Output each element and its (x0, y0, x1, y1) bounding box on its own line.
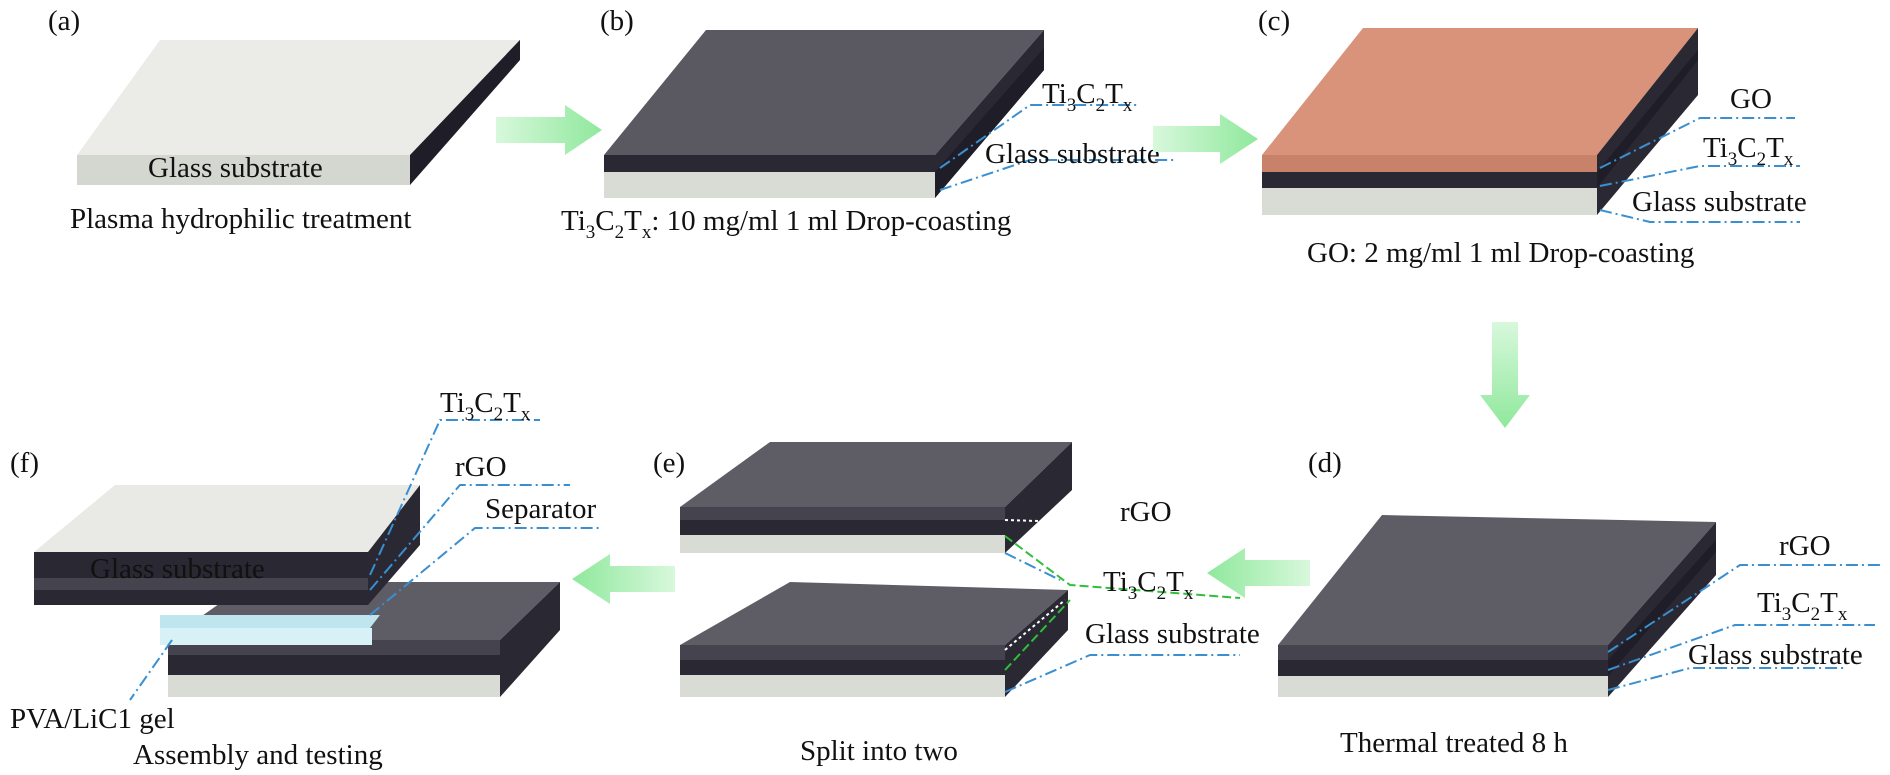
panel-d: (d) rGO Ti3C2Tx Glass substrate Thermal … (1278, 447, 1880, 759)
mxene-label-d: Ti3C2Tx (1757, 587, 1848, 625)
separator-gel-f (160, 615, 380, 645)
mxene-label-c: Ti3C2Tx (1703, 132, 1794, 170)
caption-b: Ti3C2Tx: 10 mg/ml 1 ml Drop-coasting (561, 205, 1011, 243)
leader-lines-f (129, 419, 600, 701)
panel-c-letter: (c) (1258, 5, 1290, 37)
glass-top-a (77, 40, 520, 155)
rgo-mxene-glass-slab-d (1278, 515, 1716, 697)
glass-substrate-label-a: Glass substrate (148, 152, 323, 184)
leader-lines-d (1607, 564, 1880, 691)
leader-lines-c (1599, 117, 1800, 223)
panel-d-letter: (d) (1308, 447, 1342, 479)
rgo-label-e: rGO (1120, 496, 1172, 528)
panel-a: (a) Glass substrate Plasma hydrophilic t… (48, 5, 520, 235)
arrow-e-to-f (572, 554, 675, 604)
caption-a: Plasma hydrophilic treatment (70, 203, 411, 235)
leader-lines-b (939, 104, 1175, 191)
panel-f-letter: (f) (10, 447, 39, 479)
panel-e-letter: (e) (653, 447, 685, 479)
gel-label-f: PVA/LiC1 gel (10, 703, 175, 735)
go-label-c: GO (1730, 83, 1772, 115)
panel-e: (e) rGO Ti3C2Tx Glass su (653, 442, 1260, 767)
glass-substrate-label-c: Glass substrate (1632, 186, 1807, 218)
arrow-d-to-e (1207, 548, 1310, 598)
caption-f: Assembly and testing (133, 739, 383, 771)
arrow-c-to-d (1480, 322, 1530, 428)
go-mxene-glass-slab-c (1262, 28, 1698, 215)
glass-slab-a (77, 40, 520, 185)
glass-substrate-label-d: Glass substrate (1688, 639, 1863, 671)
separator-label-f: Separator (485, 493, 596, 525)
panel-b: (b) Ti3C2Tx Glass substrate Ti3C2Tx: 10 … (561, 5, 1175, 243)
lower-split-slab-e (680, 582, 1068, 697)
glass-substrate-label-b: Glass substrate (985, 138, 1160, 170)
rgo-label-d: rGO (1779, 530, 1831, 562)
caption-e: Split into two (800, 735, 958, 767)
upper-split-slab-e (680, 442, 1072, 553)
mxene-on-glass-slab-b (604, 30, 1044, 198)
mxene-label-e: Ti3C2Tx (1103, 566, 1194, 604)
caption-c: GO: 2 mg/ml 1 ml Drop-coasting (1307, 237, 1694, 269)
panel-b-letter: (b) (600, 5, 634, 37)
glass-substrate-label-e: Glass substrate (1085, 618, 1260, 650)
panel-a-letter: (a) (48, 5, 80, 37)
top-electrode-f (34, 485, 420, 605)
panel-c: (c) GO Ti3C2Tx Glass substrate GO: 2 mg/… (1258, 5, 1807, 269)
leader-lines-e (1004, 519, 1241, 693)
glass-substrate-label-f: Glass substrate (90, 553, 265, 585)
mxene-label-b: Ti3C2Tx (1042, 78, 1133, 116)
caption-d: Thermal treated 8 h (1340, 727, 1568, 759)
mxene-label-f: Ti3C2Tx (440, 387, 531, 425)
arrow-b-to-c (1153, 114, 1258, 164)
rgo-label-f: rGO (455, 451, 507, 483)
panel-f: (f) Ti3C2Tx r (10, 387, 600, 771)
arrow-a-to-b (496, 105, 602, 155)
